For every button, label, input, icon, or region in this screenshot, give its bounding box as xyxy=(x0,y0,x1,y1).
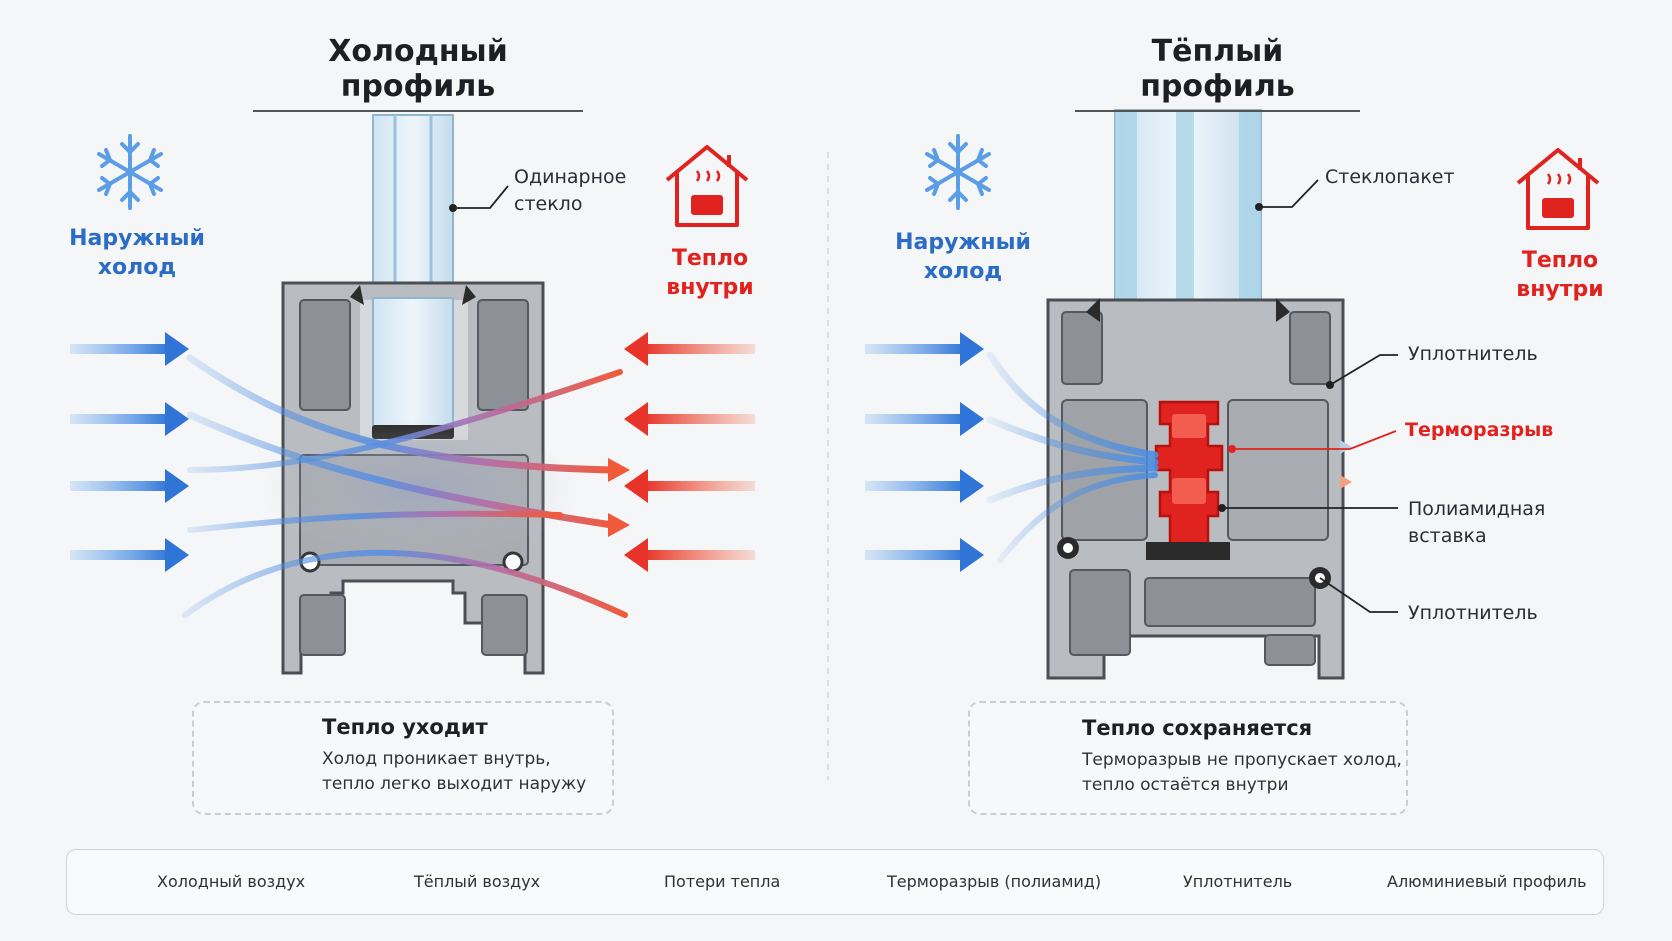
right-title: Тёплый профиль xyxy=(1075,34,1360,112)
left-info-box xyxy=(192,701,614,815)
snowflake-icon xyxy=(97,134,163,210)
legend-cold-air: Холодный воздух xyxy=(157,872,306,891)
right-info-line1: Терморазрыв не пропускает холод, xyxy=(1082,750,1402,770)
polyamide-line1: Полиамидная xyxy=(1408,498,1546,520)
right-outside-label: Наружный холод xyxy=(888,228,1038,286)
right-profile xyxy=(986,109,1352,680)
right-inside-line1: Тепло xyxy=(1521,248,1599,273)
left-inside-line2: внутри xyxy=(666,275,754,300)
left-outside-line2: холод xyxy=(97,255,177,280)
left-info-line1: Холод проникает внутрь, xyxy=(322,749,551,769)
polyamide-label: Полиамидная вставка xyxy=(1408,496,1545,550)
left-inside-line1: Тепло xyxy=(671,246,749,271)
left-title: Холодный профиль xyxy=(253,34,583,112)
seal-bottom-label: Уплотнитель xyxy=(1408,602,1538,624)
right-cold-arrows xyxy=(865,332,984,572)
left-cold-arrows xyxy=(70,332,189,572)
right-info-box xyxy=(968,701,1408,815)
left-info-line2: тепло легко выходит наружу xyxy=(322,774,587,794)
legend-warm-air: Тёплый воздух xyxy=(414,872,541,891)
legend: Холодный воздух Тёплый воздух Потери теп… xyxy=(66,849,1604,915)
legend-seal: Уплотнитель xyxy=(1183,872,1293,891)
left-warm-arrows xyxy=(624,332,755,572)
left-profile xyxy=(182,114,630,675)
left-info-title: Тепло уходит xyxy=(322,715,488,739)
single-glass-line2: стекло xyxy=(514,193,583,215)
seal-top-label: Уплотнитель xyxy=(1408,343,1538,365)
left-inside-label: Тепло внутри xyxy=(650,244,770,302)
legend-heat-loss: Потери тепла xyxy=(664,872,781,891)
legend-aluminum: Алюминиевый профиль xyxy=(1387,872,1587,891)
right-inside-line2: внутри xyxy=(1516,277,1604,302)
legend-thermal-break: Терморазрыв (полиамид) xyxy=(887,872,1102,891)
house-heat-icon xyxy=(1516,148,1600,230)
left-outside-line1: Наружный xyxy=(69,226,205,251)
thermal-break-label: Терморазрыв xyxy=(1405,419,1554,441)
single-glass-line1: Одинарное xyxy=(514,166,627,188)
left-info-text: Холод проникает внутрь, тепло легко выхо… xyxy=(322,747,586,797)
snowflake-icon xyxy=(925,134,991,210)
house-heat-icon xyxy=(665,145,749,227)
left-outside-label: Наружный холод xyxy=(62,224,212,282)
polyamide-line2: вставка xyxy=(1408,525,1487,547)
right-info-line2: тепло остаётся внутри xyxy=(1082,775,1289,795)
right-inside-label: Тепло внутри xyxy=(1500,246,1620,304)
right-info-title: Тепло сохраняется xyxy=(1082,716,1313,740)
right-leader-lines xyxy=(1222,179,1398,613)
right-info-text: Терморазрыв не пропускает холод, тепло о… xyxy=(1082,748,1402,798)
right-outside-line1: Наружный xyxy=(895,230,1031,255)
glass-unit-label: Стеклопакет xyxy=(1325,166,1455,188)
right-outside-line2: холод xyxy=(923,259,1003,284)
single-glass-label: Одинарное стекло xyxy=(514,164,626,218)
